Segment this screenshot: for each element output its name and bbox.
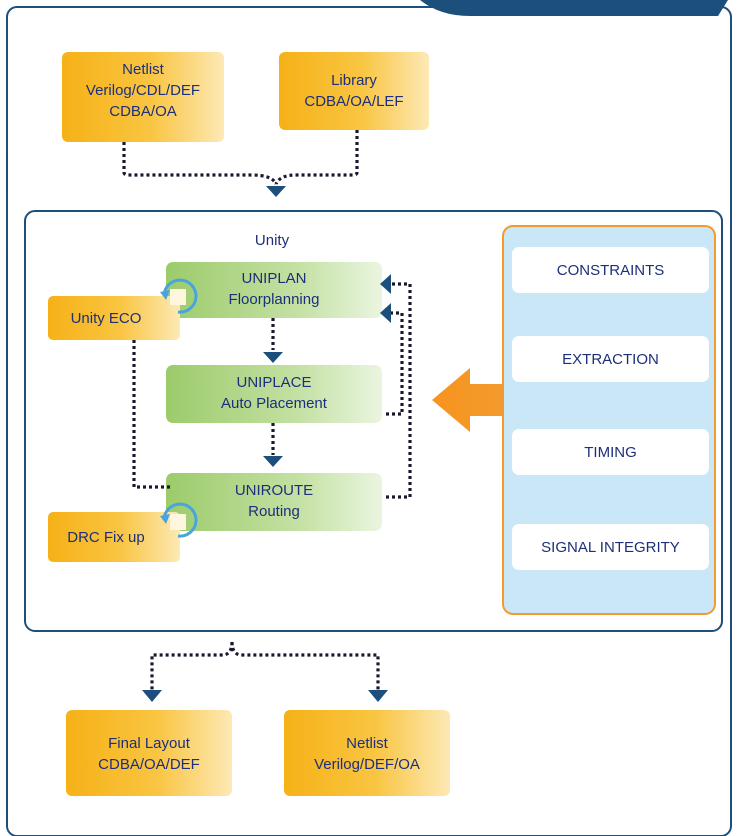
netlist-output-title: Netlist: [346, 735, 388, 752]
uniroute-title: UNIROUTE: [234, 482, 314, 499]
final-layout-subtitle: CDBA/OA/DEF: [98, 756, 200, 773]
final-layout-title: Final Layout: [108, 735, 190, 752]
connector-split-left: [150, 641, 234, 690]
arrowhead-uniroute: [263, 456, 283, 467]
arrowhead-final-layout: [142, 690, 162, 702]
uniplace-box: [166, 365, 382, 423]
arrowhead-netlist-out: [368, 690, 388, 702]
netlist-input-line-1: Netlist: [122, 61, 164, 78]
connector-library: [274, 130, 359, 185]
connector-place-feedback: [386, 311, 404, 416]
engine-constraints: CONSTRAINTS: [556, 262, 665, 279]
uniplace-label: UNIPLACE Auto Placement: [166, 372, 382, 414]
arrowhead-uniplan-top: [380, 274, 391, 294]
outer-frame: [6, 6, 732, 836]
engine-timing: TIMING: [584, 444, 637, 461]
unity-eco-label: Unity ECO: [70, 310, 142, 327]
engine-box-signal-integrity: [512, 524, 709, 570]
library-input-line-1: Library: [331, 72, 377, 89]
uniroute-label: UNIROUTE Routing: [166, 480, 382, 522]
engine-extraction: EXTRACTION: [562, 351, 659, 368]
drc-cycle-icon: [160, 502, 198, 538]
netlist-output-box: [284, 710, 450, 796]
library-input-label: Library CDBA/OA/LEF: [279, 70, 429, 112]
uniplan-subtitle: Floorplanning: [228, 291, 320, 308]
connector-split-right: [230, 641, 380, 690]
drc-label: DRC Fix up: [67, 529, 145, 546]
connector-netlist: [122, 142, 278, 185]
engine-box-extraction: [512, 336, 709, 382]
final-layout-box: [66, 710, 232, 796]
netlist-input-line-3: CDBA/OA: [109, 103, 177, 120]
engines-panel: [502, 225, 716, 615]
uniroute-box: [166, 473, 382, 531]
uniroute-subtitle: Routing: [248, 503, 300, 520]
netlist-input-line-2: Verilog/CDL/DEF: [85, 82, 201, 99]
unity-eco-box: [48, 296, 180, 340]
netlist-output-subtitle: Verilog/DEF/OA: [314, 756, 420, 773]
engine-box-timing: [512, 429, 709, 475]
library-input-box: [279, 52, 429, 130]
engines-feed-arrow: [432, 368, 503, 432]
netlist-output-label: Netlist Verilog/DEF/OA: [284, 733, 450, 775]
netlist-input-label: Netlist Verilog/CDL/DEF CDBA/OA: [62, 59, 224, 122]
arrowhead-uniplan-mid: [380, 303, 391, 323]
engine-box-constraints: [512, 247, 709, 293]
arrowhead-uniplace: [263, 352, 283, 363]
uniplan-label: UNIPLAN Floorplanning: [166, 268, 382, 310]
uniplace-subtitle: Auto Placement: [221, 395, 327, 412]
uniplan-title: UNIPLAN: [241, 270, 307, 287]
final-layout-label: Final Layout CDBA/OA/DEF: [66, 733, 232, 775]
uniplan-box: [166, 262, 382, 318]
engine-signal-integrity: SIGNAL INTEGRITY: [541, 539, 680, 556]
eco-cycle-icon: [160, 278, 198, 314]
netlist-input-box: [62, 52, 224, 142]
unity-title: Unity: [254, 232, 290, 249]
connector-eco-loop: [132, 340, 170, 489]
drc-box: [48, 512, 180, 562]
connector-route-feedback: [386, 282, 412, 499]
uniplace-title: UNIPLACE: [236, 374, 312, 391]
arrowhead-into-unity: [266, 186, 286, 197]
library-input-line-2: CDBA/OA/LEF: [304, 93, 404, 110]
